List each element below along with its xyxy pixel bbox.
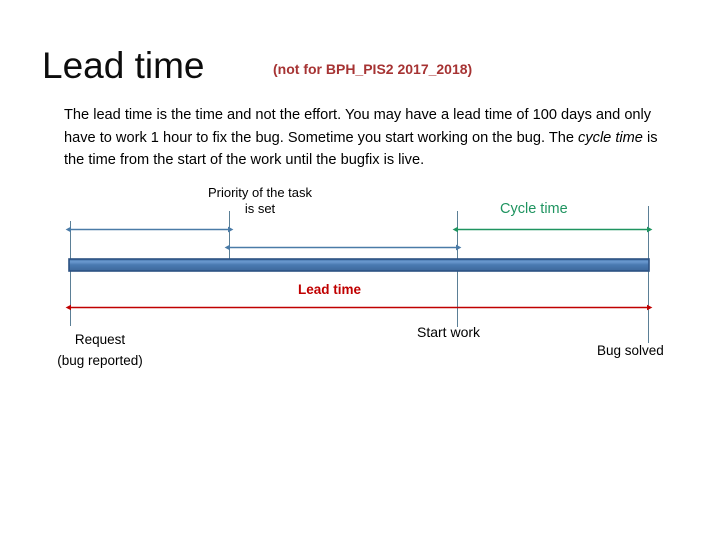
label-bug-solved: Bug solved: [597, 343, 664, 358]
label-request: Request (bug reported): [38, 329, 162, 371]
body-paragraph: The lead time is the time and not the ef…: [64, 104, 664, 172]
body-text-part-1: The lead time is the time and not the ef…: [64, 107, 652, 146]
label-lead-time: Lead time: [298, 282, 362, 297]
page-title: Lead time: [42, 45, 205, 86]
label-request-line2: (bug reported): [57, 353, 143, 368]
label-priority-line2: is set: [244, 201, 276, 216]
label-priority-line1: Priority of the task: [207, 185, 313, 200]
page-subtitle: (not for BPH_PIS2 2017_2018): [273, 61, 473, 77]
label-request-line1: Request: [74, 332, 126, 347]
body-text-part-2: is the time from the start of the work u…: [64, 129, 658, 169]
body-text-emphasis-cycle-time: cycle time: [578, 129, 643, 146]
timeline-bar: [68, 258, 650, 272]
label-start-work: Start work: [417, 324, 481, 340]
label-cycle-time: Cycle time: [500, 201, 568, 217]
